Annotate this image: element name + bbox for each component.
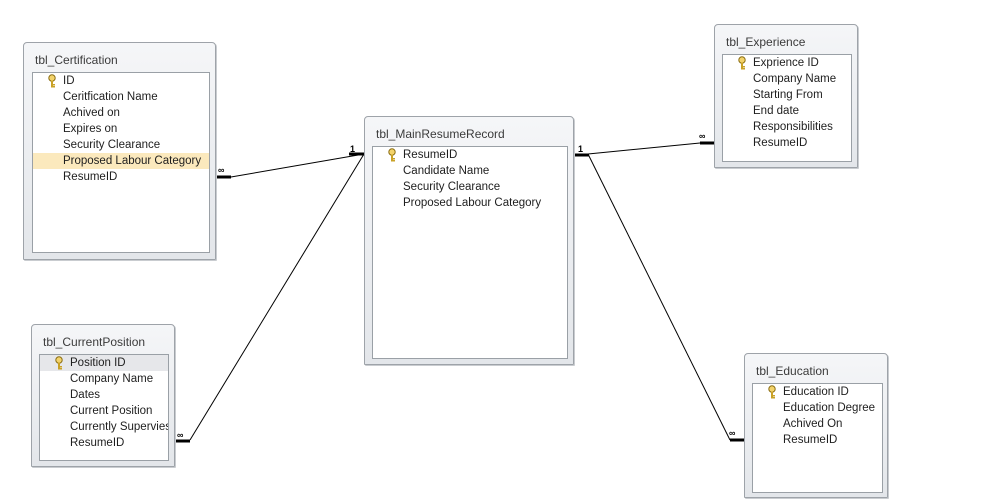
field-label: Candidate Name: [403, 165, 490, 177]
relationship-line-education: [587, 153, 731, 441]
field-label: Responsibilities: [753, 121, 833, 133]
field-row[interactable]: Candidate Name: [373, 163, 567, 179]
field-label: Education Degree: [783, 402, 876, 414]
field-row[interactable]: Company Name: [40, 371, 168, 387]
key-icon: [768, 385, 776, 399]
field-label: Achived On: [783, 418, 843, 430]
field-label: ResumeID: [63, 171, 118, 183]
field-label: Exprience ID: [753, 57, 819, 69]
field-label: Proposed Labour Category: [63, 155, 202, 167]
field-row[interactable]: Achived On: [753, 416, 882, 432]
field-row[interactable]: Currently Supervies: [40, 419, 168, 435]
field-row[interactable]: Responsibilities: [723, 119, 851, 135]
field-label: Achived on: [63, 107, 120, 119]
field-row-selected[interactable]: Proposed Labour Category: [33, 153, 209, 169]
field-row[interactable]: ResumeID: [33, 169, 209, 185]
field-label: Starting From: [753, 89, 823, 101]
field-label: ResumeID: [753, 137, 808, 149]
table-title[interactable]: tbl_MainResumeRecord: [376, 127, 505, 141]
field-row[interactable]: Company Name: [723, 71, 851, 87]
field-label: Education ID: [783, 386, 849, 398]
field-row[interactable]: Education Degree: [753, 400, 882, 416]
table-experience[interactable]: tbl_Experience Exprience ID Company Name…: [714, 24, 858, 168]
field-row[interactable]: Security Clearance: [373, 179, 567, 195]
field-list[interactable]: Education ID Education Degree Achived On…: [752, 383, 883, 493]
cardinality-many-education: ∞: [729, 428, 736, 438]
field-label: Company Name: [753, 73, 837, 85]
cardinality-many-certification: ∞: [218, 165, 225, 175]
key-icon: [55, 356, 63, 370]
table-education[interactable]: tbl_Education Education ID Education Deg…: [744, 353, 888, 498]
field-label: Proposed Labour Category: [403, 197, 542, 209]
field-row-resume-id[interactable]: ResumeID: [373, 147, 567, 163]
field-label: ResumeID: [403, 149, 458, 161]
table-certification[interactable]: tbl_Certification ID Ceritfication Name …: [23, 42, 216, 260]
field-label: Ceritfication Name: [63, 91, 158, 103]
cardinality-many-current-position: ∞: [177, 430, 184, 440]
key-icon: [388, 148, 396, 162]
key-icon: [738, 56, 746, 70]
field-label: Position ID: [70, 357, 126, 369]
table-current-position[interactable]: tbl_CurrentPosition Position ID Company …: [31, 324, 175, 467]
key-icon: [48, 74, 56, 88]
table-main-resume-record[interactable]: tbl_MainResumeRecord ResumeID Candidate …: [364, 116, 574, 365]
relationship-line-current-position: [189, 153, 365, 441]
relationship-line-certification: [230, 153, 365, 178]
field-list[interactable]: ResumeID Candidate Name Security Clearan…: [372, 146, 568, 359]
field-row[interactable]: Ceritfication Name: [33, 89, 209, 105]
field-label: Dates: [70, 389, 101, 401]
field-label: Currently Supervies: [70, 421, 169, 433]
field-row[interactable]: Dates: [40, 387, 168, 403]
field-row[interactable]: Expires on: [33, 121, 209, 137]
table-title[interactable]: tbl_CurrentPosition: [43, 335, 146, 349]
field-label: ID: [63, 75, 75, 87]
field-row[interactable]: ResumeID: [723, 135, 851, 151]
field-row[interactable]: ResumeID: [753, 432, 882, 448]
field-list[interactable]: Exprience ID Company Name Starting From …: [722, 54, 852, 162]
field-label: Company Name: [70, 373, 154, 385]
field-label: Security Clearance: [403, 181, 501, 193]
field-label: Current Position: [70, 405, 153, 417]
field-label: ResumeID: [70, 437, 125, 449]
field-row[interactable]: Current Position: [40, 403, 168, 419]
table-title[interactable]: tbl_Experience: [726, 35, 806, 49]
relationship-line-experience: [587, 142, 701, 155]
table-title[interactable]: tbl_Education: [756, 364, 829, 378]
field-label: Expires on: [63, 123, 118, 135]
field-list[interactable]: Position ID Company Name Dates Current P…: [39, 354, 169, 461]
field-row[interactable]: End date: [723, 103, 851, 119]
table-title[interactable]: tbl_Certification: [35, 53, 118, 67]
cardinality-many-experience: ∞: [699, 131, 706, 141]
field-row[interactable]: ResumeID: [40, 435, 168, 451]
field-label: Security Clearance: [63, 139, 161, 151]
field-row[interactable]: Proposed Labour Category: [373, 195, 567, 211]
field-row[interactable]: Security Clearance: [33, 137, 209, 153]
field-row-position-id[interactable]: Position ID: [40, 355, 168, 371]
field-label: ResumeID: [783, 434, 838, 446]
field-row-exprience-id[interactable]: Exprience ID: [723, 55, 851, 71]
field-row-id[interactable]: ID: [33, 73, 209, 89]
field-row-education-id[interactable]: Education ID: [753, 384, 882, 400]
field-list[interactable]: ID Ceritfication Name Achived on Expires…: [32, 72, 210, 253]
field-label: End date: [753, 105, 800, 117]
field-row[interactable]: Achived on: [33, 105, 209, 121]
cardinality-one-certification: 1: [350, 144, 356, 154]
field-row[interactable]: Starting From: [723, 87, 851, 103]
cardinality-one-experience: 1: [578, 144, 584, 154]
